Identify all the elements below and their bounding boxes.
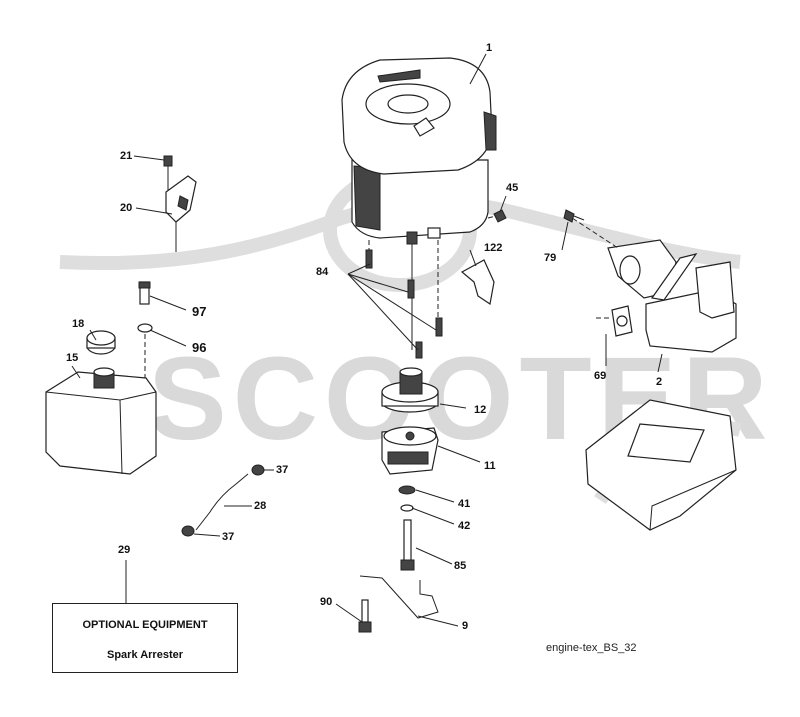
bracket-122-icon [460, 259, 495, 306]
throttle-assembly-icon [163, 155, 197, 252]
callout-21: 21 [120, 150, 133, 162]
callout-69: 69 [594, 370, 607, 382]
pulley-12-icon [381, 367, 439, 413]
bolt-90-icon [358, 599, 372, 633]
diagram-reference: engine-tex_BS_32 [546, 642, 637, 654]
clamp-37-bottom-icon [181, 525, 195, 537]
fuel-tank-icon [45, 367, 157, 475]
washer-42-icon [400, 504, 414, 512]
bolt-97-icon [138, 281, 151, 305]
nut-45-icon [487, 209, 507, 223]
optional-equipment-title: OPTIONAL EQUIPMENT [82, 619, 208, 631]
fuel-line-icon [195, 473, 249, 531]
fuel-cap-icon [86, 330, 116, 355]
bolt-79-icon [563, 209, 585, 223]
rod-9-icon [359, 575, 439, 619]
clamp-37-top-icon [251, 464, 265, 476]
callout-11: 11 [484, 460, 496, 472]
callout-1: 1 [486, 42, 493, 54]
bolt-85-icon [400, 519, 415, 571]
callout-37-top: 37 [276, 464, 289, 476]
clutch-11-icon [381, 426, 439, 475]
optional-equipment-box: OPTIONAL EQUIPMENT Spark Arrester [52, 603, 238, 673]
callout-12: 12 [474, 404, 487, 416]
callout-79: 79 [544, 252, 557, 264]
callout-15: 15 [66, 352, 79, 364]
optional-equipment-item: Spark Arrester [106, 649, 184, 661]
callout-42: 42 [458, 520, 471, 532]
callout-122: 122 [484, 242, 503, 254]
callout-84: 84 [316, 266, 329, 278]
bolt-84-icon [365, 240, 443, 359]
callout-90: 90 [320, 596, 333, 608]
gasket-69-icon [596, 305, 633, 337]
callout-85: 85 [454, 560, 467, 572]
frame-bracket-icon [585, 399, 737, 531]
engine-icon [341, 57, 497, 350]
callout-18: 18 [72, 318, 85, 330]
callout-96: 96 [192, 340, 207, 355]
leader-lines [71, 53, 663, 627]
callout-45: 45 [506, 182, 519, 194]
callout-29: 29 [118, 544, 131, 556]
callout-41: 41 [458, 498, 471, 510]
callout-28: 28 [254, 500, 267, 512]
callout-9: 9 [462, 620, 469, 632]
callout-20: 20 [120, 202, 133, 214]
callout-2: 2 [656, 376, 663, 388]
washer-41-icon [398, 485, 416, 495]
muffler-icon [565, 213, 737, 353]
callout-97: 97 [192, 304, 207, 319]
callout-37-bottom: 37 [222, 531, 235, 543]
